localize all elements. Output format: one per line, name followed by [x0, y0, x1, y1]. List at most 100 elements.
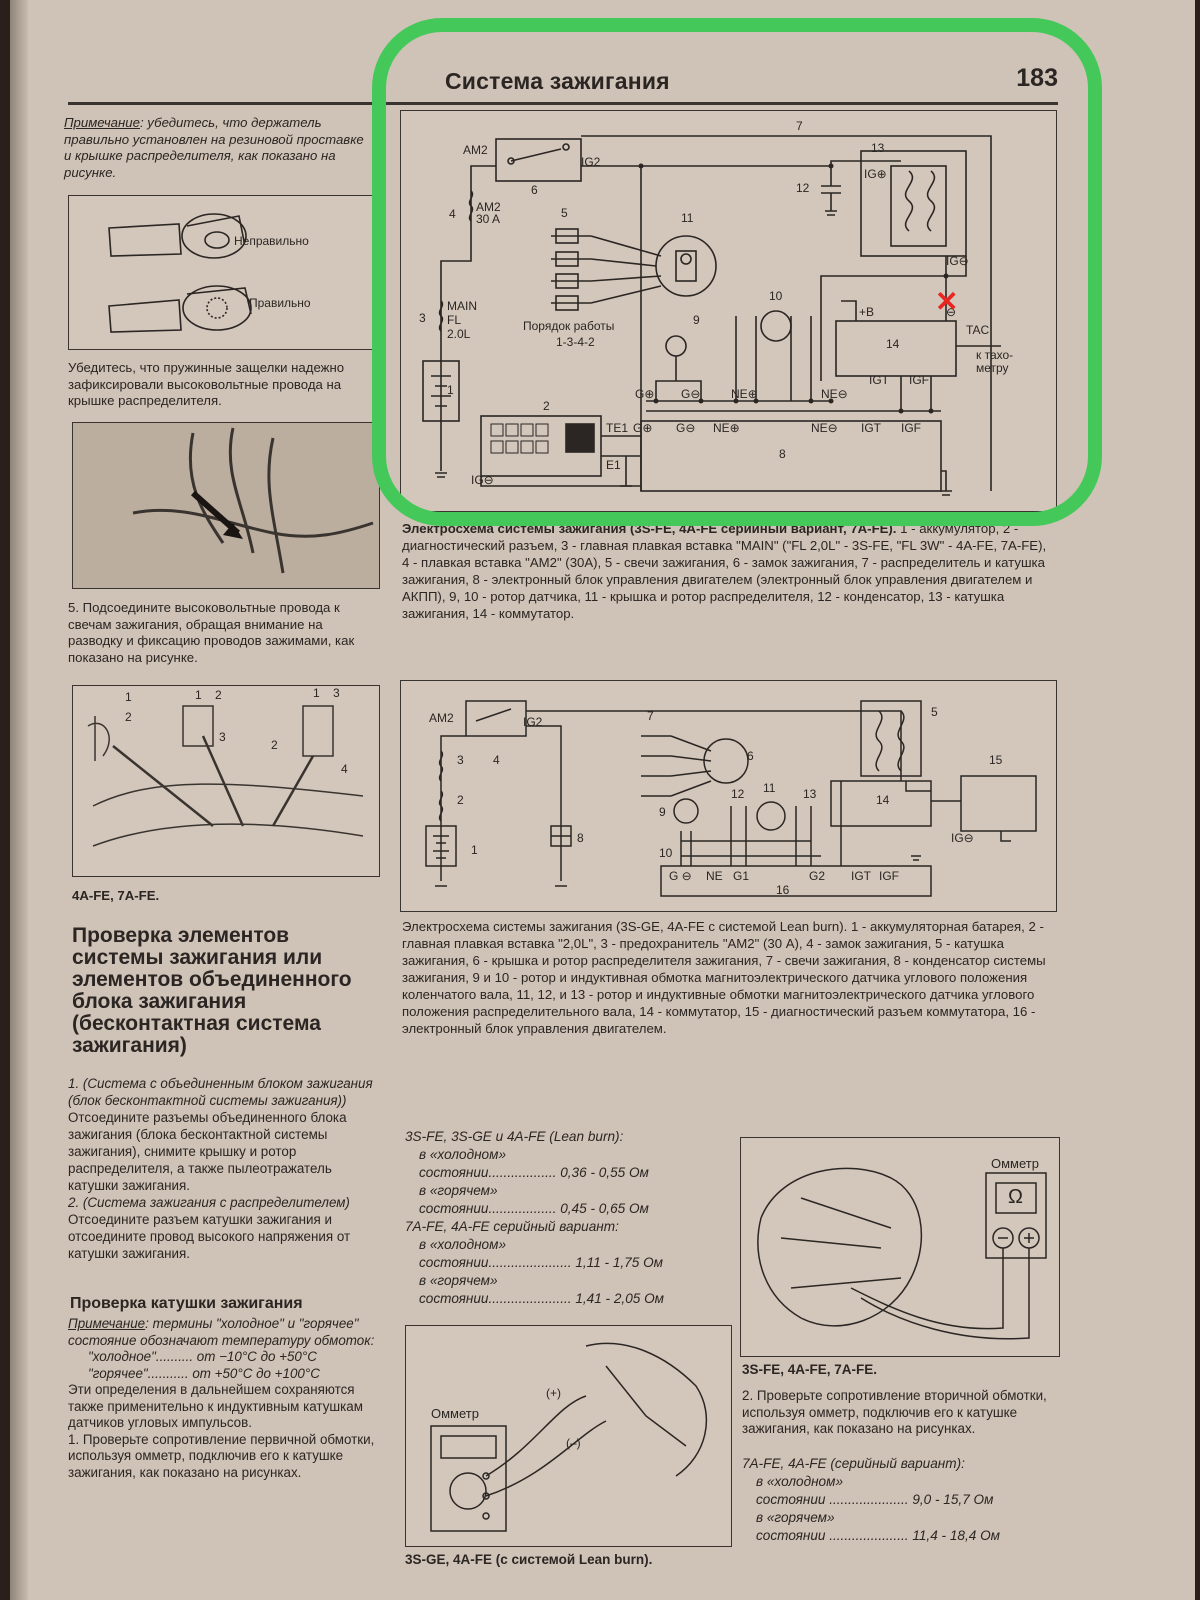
ohm-right-title: Омметр [991, 1156, 1039, 1171]
d1-nep: NE⊕ [731, 387, 758, 401]
d2-n1: 1 [471, 843, 478, 857]
d1-gn: G⊖ [681, 387, 701, 401]
d2-n3: 3 [457, 753, 464, 767]
spec-group-1: 3S-FE, 3S-GE и 4A-FE (Lean burn): [405, 1129, 624, 1144]
d2-n6: 6 [747, 749, 754, 763]
step-1: 1. Проверьте сопротивление первичной обм… [68, 1431, 375, 1480]
figure-ohmmeter-lean-burn: Омметр (+) (–) [405, 1325, 732, 1547]
subsection-title: Проверка катушки зажигания [70, 1295, 303, 1312]
spec-hot-row-1: состоянии.................. 0,45 - 0,65 … [419, 1201, 649, 1216]
fig3-n4: 4 [341, 762, 348, 776]
d2-n10: 10 [659, 846, 673, 860]
d1-n4: 4 [449, 207, 456, 221]
d1-n10: 10 [769, 289, 783, 303]
d1-n13: 13 [871, 141, 885, 155]
ohm-left-minus: (–) [566, 1436, 581, 1450]
ohm-right-caption: 3S-FE, 4A-FE, 7A-FE. [742, 1362, 878, 1377]
fig3-n1b: 1 [195, 688, 202, 702]
d2-n2: 2 [457, 793, 464, 807]
d2-ig-neg: IG⊖ [951, 831, 974, 845]
figure-caption-engines: 4A-FE, 7A-FE. [72, 888, 160, 903]
spec-hot-label-2: в «горячем» [419, 1273, 498, 1288]
d1-e1: E1 [606, 458, 621, 472]
holder-illustration [108, 213, 252, 333]
red-x-mark: ✕ [935, 286, 959, 317]
figure-ohmmeter-standard: Омметр Ω [740, 1137, 1060, 1357]
d1-n7: 7 [796, 119, 803, 133]
fig3-n2a: 2 [125, 710, 132, 724]
diagram-1-caption-text: 1 - аккумулятор, 2 - диагностический раз… [402, 521, 1047, 621]
d1-nep-ecu: NE⊕ [713, 421, 740, 435]
wiring-illustration [87, 705, 364, 847]
d2-n15: 15 [989, 753, 1003, 767]
spec2-hot-label: в «горячем» [756, 1510, 835, 1525]
spec2-hot-row: состоянии ..................... 11,4 - 1… [756, 1528, 1000, 1543]
d1-igt: IGT [869, 373, 889, 387]
d1-fl20: 2.0L [447, 327, 471, 341]
note2-text: : термины "холодное" и "горячее" состоян… [68, 1316, 375, 1348]
d1-n1: 1 [447, 383, 454, 397]
diagram-1-caption: Электросхема системы зажигания (3S-FE, 4… [402, 520, 1057, 622]
spec-hot-row-2: состоянии...................... 1,41 - 2… [419, 1291, 664, 1306]
ohmmeter-right-illustration [757, 1167, 1047, 1340]
item-1-text: Отсоедините разъемы объединенного блока … [68, 1110, 347, 1193]
green-highlight-outline [372, 18, 1102, 526]
d1-ig2: IG2 [581, 155, 601, 169]
item-2-text: Отсоедините разъем катушки зажигания и о… [68, 1212, 351, 1261]
note2-label: Примечание [68, 1316, 146, 1331]
d1-n3: 3 [419, 311, 426, 325]
fig3-n1a: 1 [125, 690, 132, 704]
fig3-n3: 3 [219, 730, 226, 744]
d1-order-seq: 1-3-4-2 [556, 335, 595, 349]
figure-wiring-photo: 1 2 1 2 1 3 3 2 4 [72, 685, 380, 877]
d2-am2: AM2 [429, 711, 454, 725]
d1-igf: IGF [909, 373, 929, 387]
diagram-2-caption-text: 1 - аккумуляторная батарея, 2 - главная … [402, 919, 1046, 1036]
spec-cold-row-1: состоянии.................. 0,36 - 0,55 … [419, 1165, 649, 1180]
cold-definition: "холодное".......... от −10°С до +50°С [88, 1349, 317, 1364]
d2-ne: NE [706, 869, 723, 883]
d2-n8: 8 [577, 831, 584, 845]
ignition-diagram-1: AM2 IG2 6 7 13 IG⊕ 12 4 AM2 30 A 5 11 IG… [400, 110, 1057, 512]
item-2-title: 2. (Система зажигания с распределителем) [68, 1195, 350, 1210]
figure-clips-photo [72, 422, 380, 589]
d2-igt: IGT [851, 869, 871, 883]
ohm-left-plus: (+) [546, 1386, 561, 1400]
ohm-right-omega: Ω [1008, 1186, 1023, 1208]
fig3-n2: 2 [271, 738, 278, 752]
diagram-2-caption-title: Электросхема системы зажигания (3S-GE, 4… [402, 919, 848, 934]
d1-n14: 14 [886, 337, 900, 351]
spec-cold-row-2: состоянии...................... 1,11 - 1… [419, 1255, 663, 1270]
d1-main: MAIN [447, 299, 477, 313]
ohm-left-caption: 3S-GE, 4A-FE (с системой Lean burn). [405, 1552, 653, 1567]
d1-igt-ecu: IGT [861, 421, 881, 435]
d2-g-neg: G ⊖ [669, 869, 692, 883]
d2-n11: 11 [763, 781, 776, 795]
d2-n4: 4 [493, 753, 500, 767]
spec2-cold-row: состоянии ..................... 9,0 - 15… [756, 1492, 994, 1507]
diagram-2-caption: Электросхема системы зажигания (3S-GE, 4… [402, 918, 1057, 1037]
book-page: Система зажигания 183 Примечание: убедит… [10, 0, 1195, 1600]
d1-n11: 11 [681, 211, 694, 225]
d1-igf-ecu: IGF [901, 421, 921, 435]
ohm-left-title: Омметр [431, 1406, 479, 1421]
hot-definition: "горячее"........... от +50°С до +100°С [88, 1365, 320, 1381]
diagram-2-wiring [425, 700, 1037, 897]
d1-n6: 6 [531, 183, 538, 197]
ohmmeter-left-illustration [430, 1342, 708, 1532]
d2-n5: 5 [931, 705, 938, 719]
d1-order: Порядок работы [523, 319, 615, 333]
spec2-cold-label: в «холодном» [756, 1474, 843, 1489]
fig3-n2b: 2 [215, 688, 222, 702]
d2-n9: 9 [659, 805, 666, 819]
d1-n9: 9 [693, 313, 700, 327]
d2-g2: G2 [809, 869, 826, 883]
spec-cold-label-1: в «холодном» [419, 1147, 506, 1162]
d1-am2: AM2 [463, 143, 488, 157]
d2-g1: G1 [733, 869, 750, 883]
resistance-specs-primary: 3S-FE, 3S-GE и 4A-FE (Lean burn): в «хол… [405, 1128, 745, 1308]
note-label: Примечание [64, 115, 140, 130]
d1-ign: IG⊖ [946, 254, 969, 268]
d2-n12: 12 [731, 787, 745, 801]
spec-group-2: 7A-FE, 4A-FE серийный вариант: [405, 1219, 619, 1234]
